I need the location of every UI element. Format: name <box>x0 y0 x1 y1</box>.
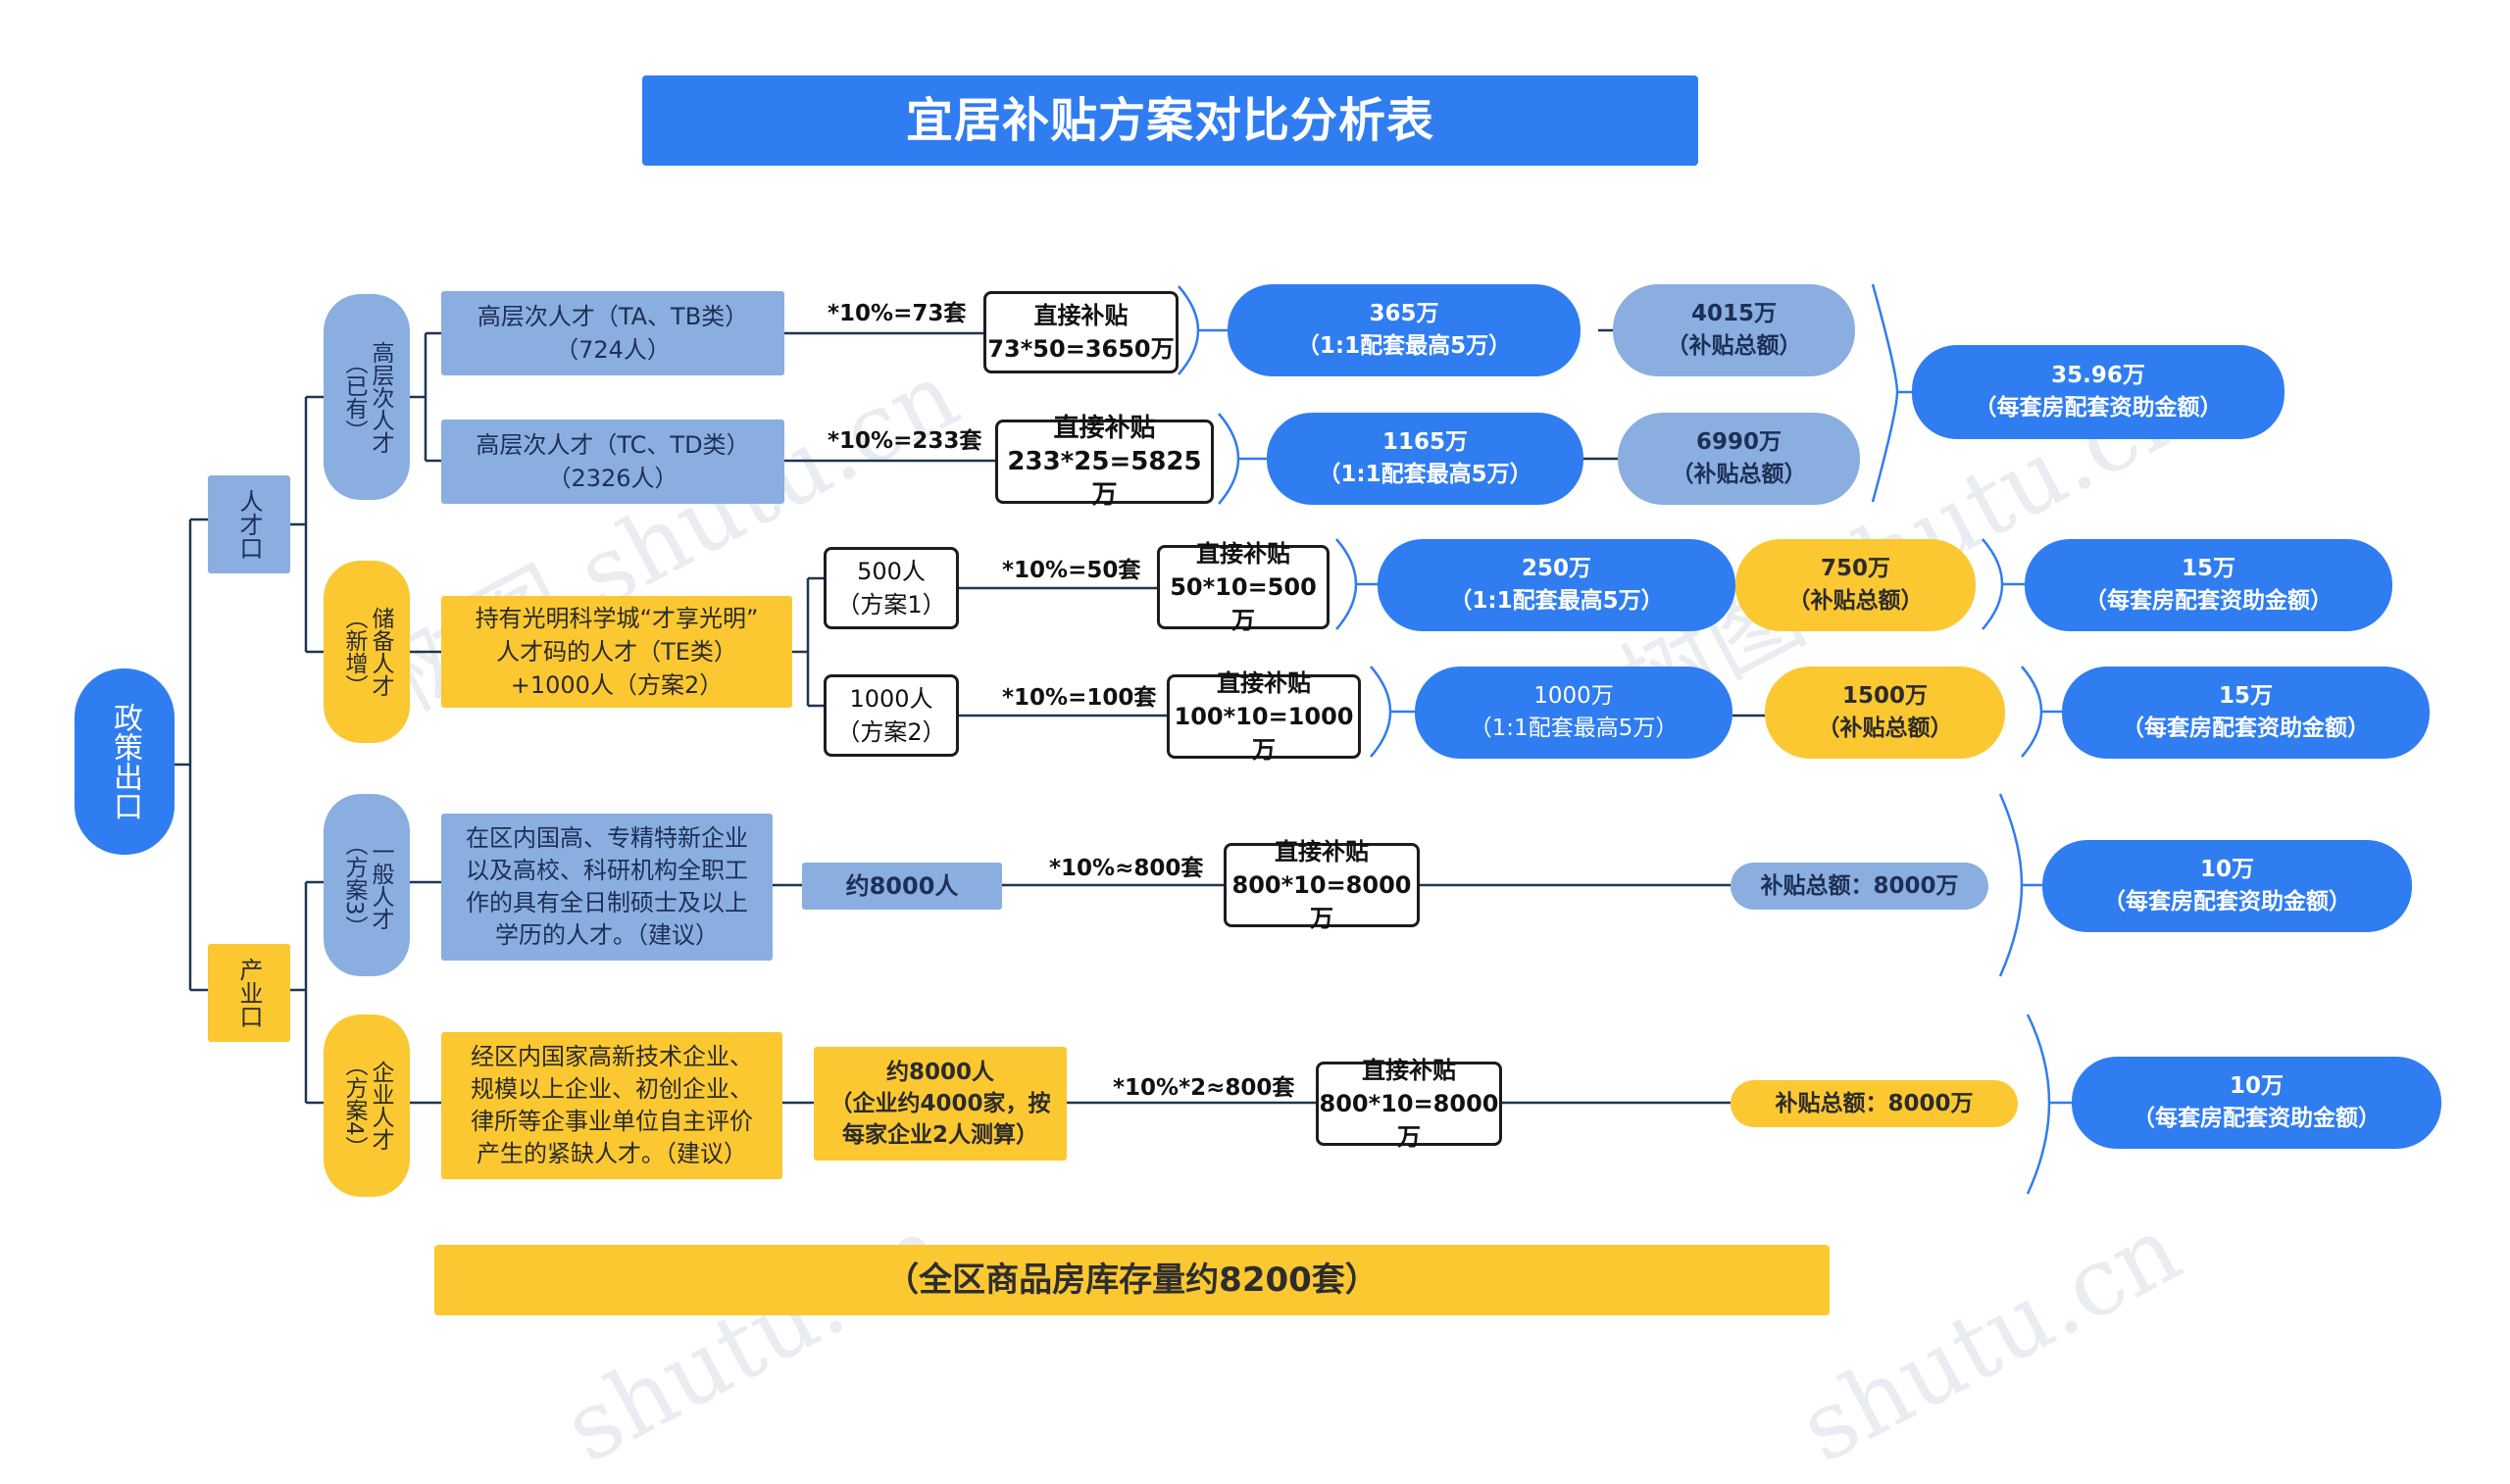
desc-general: 在区内国高、专精特新企业 以及高校、科研机构全职工 作的具有全日制硕士及以上 学… <box>441 814 773 961</box>
stock-footer: （全区商品房库存量约8200套） <box>434 1245 1830 1315</box>
brace-p2 <box>1370 666 1415 758</box>
group-ta-tb: 高层次人才（TA、TB类） （724人） <box>441 291 784 375</box>
rate-label-p4: *10%*2≈800套 <box>1113 1075 1295 1101</box>
subsidy-ta: 直接补贴 73*50=3650万 <box>983 291 1179 373</box>
brace-p4-total <box>2026 1014 2072 1195</box>
connector-reserve-split <box>792 576 824 708</box>
people-p4: 约8000人 （企业约4000家，按 每家企业2人测算） <box>814 1047 1067 1161</box>
branch-industry: 产业口 <box>208 944 290 1042</box>
people-p2: 1000人 （方案2） <box>824 674 959 757</box>
connector-row-tc <box>784 457 1618 463</box>
brace-p1-total <box>1982 538 2025 630</box>
match-p2: 1000万 （1:1配套最高5万） <box>1415 667 1732 759</box>
rate-label-p1: *10%=50套 <box>1002 558 1141 583</box>
brace-p1 <box>1335 538 1378 630</box>
avg-p2: 15万 （每套房配套资助金额） <box>2062 667 2430 759</box>
brace-ta <box>1178 285 1228 375</box>
avg-high: 35.96万 （每套房配套资助金额） <box>1912 345 2284 439</box>
total-p4: 补贴总额：8000万 <box>1731 1080 2018 1127</box>
connector-root <box>175 518 208 992</box>
connector-talent <box>290 395 324 654</box>
rate-label-p3: *10%≈800套 <box>1049 856 1204 881</box>
brace-tc <box>1218 413 1267 505</box>
total-p3: 补贴总额：8000万 <box>1731 863 1988 910</box>
subsidy-p2: 直接补贴 100*10=1000万 <box>1167 669 1361 764</box>
rate-label-tc: *10%=233套 <box>828 428 982 454</box>
subsidy-p4: 直接补贴 800*10=8000万 <box>1316 1057 1502 1151</box>
match-tc: 1165万 （1:1配套最高5万） <box>1267 413 1583 505</box>
category-enterprise: 企业人才 （方案4） <box>324 1014 410 1197</box>
avg-p4: 10万 （每套房配套资助金额） <box>2072 1057 2441 1149</box>
people-p3: 约8000人 <box>802 863 1002 910</box>
branch-talent: 人才口 <box>208 475 290 573</box>
total-tc: 6990万 （补贴总额） <box>1618 413 1860 505</box>
mindmap-canvas: 树图 shutu.cn 树图 shutu.cn shutu.cn shutu.c… <box>75 75 2441 1484</box>
group-te: 持有光明科学城“才享光明” 人才码的人才（TE类） +1000人（方案2） <box>441 596 792 708</box>
connector-industry <box>290 880 324 1105</box>
avg-p1: 15万 （每套房配套资助金额） <box>2025 539 2392 631</box>
brace-high-total <box>1871 283 1912 503</box>
category-reserve: 储备人才 （新增） <box>324 561 410 743</box>
page-title: 宜居补贴方案对比分析表 <box>642 75 1698 166</box>
brace-p2-total <box>2021 666 2062 758</box>
desc-enterprise: 经区内国家高新技术企业、 规模以上企业、初创企业、 律所等企事业单位自主评价 产… <box>441 1032 782 1179</box>
brace-p3-total <box>1998 793 2042 977</box>
match-ta: 365万 （1:1配套最高5万） <box>1228 284 1581 376</box>
match-p1: 250万 （1:1配套最高5万） <box>1378 539 1735 631</box>
connector-lines <box>175 283 2072 1195</box>
people-p1: 500人 （方案1） <box>824 547 959 629</box>
subsidy-p3: 直接补贴 800*10=8000万 <box>1224 838 1420 932</box>
category-general: 一般人才 （方案3） <box>324 794 410 976</box>
total-ta: 4015万 （补贴总额） <box>1613 284 1855 376</box>
connector-high <box>410 331 441 463</box>
group-tc-td: 高层次人才（TC、TD类） （2326人） <box>441 420 784 504</box>
avg-p3: 10万 （每套房配套资助金额） <box>2042 840 2412 932</box>
root-node: 政策出口 <box>75 668 175 855</box>
total-p2: 1500万 （补贴总额） <box>1765 667 2005 759</box>
connector-row-ta <box>784 328 1613 335</box>
subsidy-p1: 直接补贴 50*10=500万 <box>1157 540 1330 634</box>
rate-label-ta: *10%=73套 <box>828 301 967 326</box>
subsidy-tc: 直接补贴 233*25=5825万 <box>995 414 1214 510</box>
category-high: 高层次人才 （已有） <box>324 294 410 500</box>
rate-label-p2: *10%=100套 <box>1002 685 1157 711</box>
total-p1: 750万 （补贴总额） <box>1735 539 1976 631</box>
